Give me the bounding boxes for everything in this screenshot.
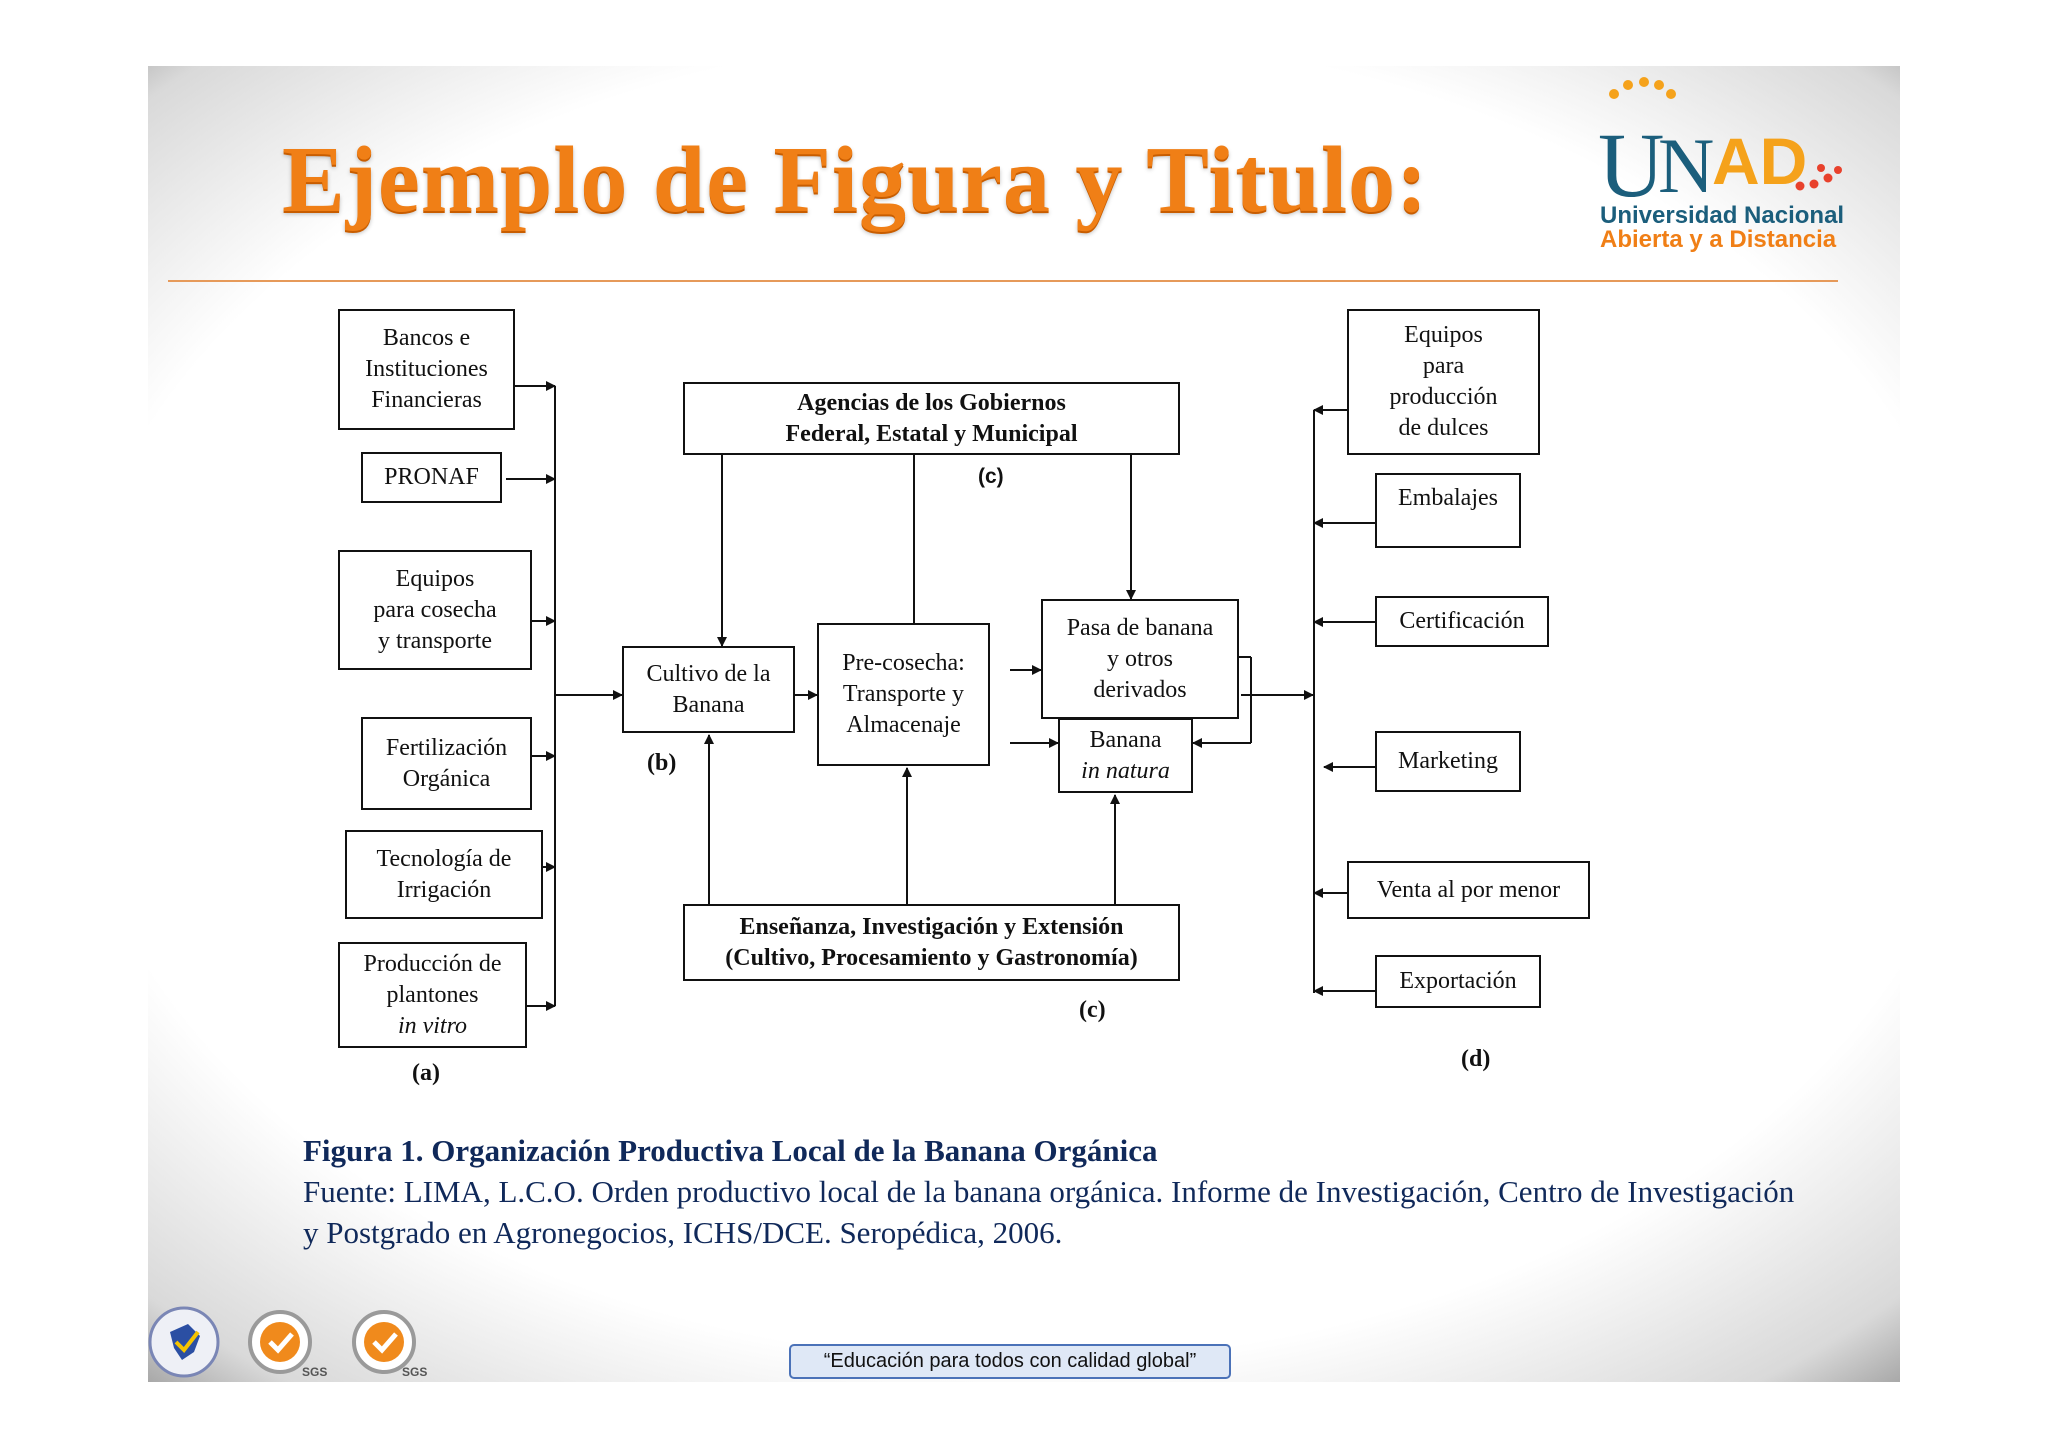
box-fertilizacion: Fertilización Orgánica [361, 717, 532, 810]
box-precosecha: Pre-cosecha: Transporte y Almacenaje [817, 623, 990, 766]
unad-logo: U N AD [1598, 77, 1842, 216]
footer-seals: SGS SGS [148, 1306, 427, 1379]
label-d: (d) [1461, 1046, 1491, 1072]
banana-italic: in natura [1081, 757, 1170, 784]
logo-line-1: Universidad Nacional [1600, 202, 1845, 229]
logo-dots-red-icon [1795, 164, 1842, 191]
sgs-label-2: SGS [402, 1365, 427, 1379]
box-venta-menor: Venta al por menor [1347, 861, 1590, 919]
sgs-cert-icon-2: SGS [352, 1310, 427, 1379]
box-produccion-plantones: Producción de plantones in vitro [338, 942, 527, 1048]
logo-letter-n: N [1658, 122, 1714, 209]
box-exportacion: Exportación [1375, 955, 1541, 1008]
logo-dots-arc-icon [1609, 77, 1676, 99]
banana-text: Banana [1089, 726, 1162, 753]
box-tecnologia: Tecnología de Irrigación [345, 830, 543, 919]
colombia-seal-icon [148, 1306, 220, 1378]
label-a: (a) [412, 1060, 440, 1086]
produccion-plantones-italic: in vitro [397, 1012, 468, 1039]
label-c-top: (c) [978, 465, 1004, 488]
box-cultivo: Cultivo de la Banana [622, 646, 795, 733]
box-embalajes: Embalajes [1375, 473, 1521, 548]
box-agencias: Agencias de los Gobiernos Federal, Estat… [683, 382, 1180, 455]
caption-title: Figura 1. Organización Productiva Local … [303, 1133, 1158, 1168]
sgs-cert-icon-1: SGS [248, 1310, 327, 1379]
box-equipos-cosecha: Equipos para cosecha y transporte [338, 550, 532, 670]
box-certificacion: Certificación [1375, 596, 1549, 647]
logo-letters-ad: AD [1712, 124, 1807, 198]
box-equipos-dulces: Equipos para producción de dulces [1347, 309, 1540, 455]
caption-source: Fuente: LIMA, L.C.O. Orden productivo lo… [303, 1174, 1795, 1250]
sgs-label-1: SGS [302, 1365, 327, 1379]
box-banana-natura: Banana in natura [1058, 718, 1193, 793]
slide-title: Ejemplo de Figura y Titulo: [282, 128, 1429, 232]
box-pronaf: PRONAF [361, 452, 502, 503]
title-divider [168, 280, 1838, 282]
logo-line-2: Abierta y a Distancia [1600, 226, 1837, 253]
footer-motto: “Educación para todos con calidad global… [789, 1344, 1231, 1379]
box-marketing: Marketing [1375, 731, 1521, 792]
label-b: (b) [647, 750, 677, 776]
logo-letter-u: U [1598, 114, 1664, 216]
figure-caption: Figura 1. Organización Productiva Local … [303, 1130, 1803, 1253]
label-c-bottom: (c) [1079, 997, 1106, 1023]
box-pasa-banana: Pasa de banana y otros derivados [1041, 599, 1239, 719]
box-ensenanza: Enseñanza, Investigación y Extensión (Cu… [683, 904, 1180, 981]
produccion-plantones-text: Producción de plantones [363, 950, 502, 1008]
box-bancos: Bancos e Instituciones Financieras [338, 309, 515, 430]
